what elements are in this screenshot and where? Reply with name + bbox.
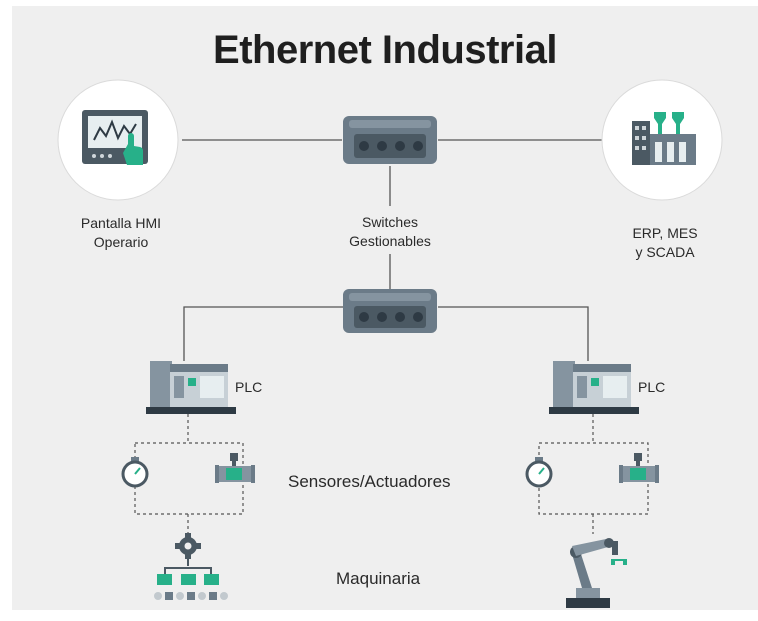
sensors-left — [121, 453, 255, 488]
diagram-title: Ethernet Industrial — [213, 28, 557, 72]
gauge-icon — [525, 457, 553, 488]
valve-icon — [619, 453, 659, 483]
plc-right-label: PLC — [638, 379, 666, 395]
hmi-label-line2: Operario — [93, 234, 149, 250]
erp-label-line2: y SCADA — [635, 244, 695, 260]
plc-left-label: PLC — [235, 379, 263, 395]
hmi-node — [57, 79, 179, 201]
plc-icon — [549, 361, 639, 414]
gear-hierarchy-icon — [154, 533, 228, 600]
plc-left — [146, 361, 236, 414]
sensor-bus-left — [134, 442, 244, 515]
network-switch-icon — [343, 289, 437, 333]
sensors-right — [525, 453, 659, 488]
hmi-touch-screen-icon — [82, 110, 148, 165]
plc-icon — [146, 361, 236, 414]
machinery-label: Maquinaria — [336, 569, 421, 588]
switch-top — [343, 116, 437, 164]
erp-label-line1: ERP, MES — [632, 225, 698, 241]
factory-icon — [632, 112, 696, 165]
diagram-canvas: Ethernet Industrial Pantalla HMI Operari… — [12, 6, 758, 610]
plc-right — [549, 361, 639, 414]
valve-icon — [215, 453, 255, 483]
hmi-label: Pantalla HMI Operario — [46, 214, 196, 252]
link-switch-plc-right — [438, 306, 589, 361]
network-diagram — [57, 79, 723, 608]
erp-label: ERP, MES y SCADA — [590, 224, 740, 262]
connections — [182, 139, 602, 361]
network-switch-icon — [343, 116, 437, 164]
robot-arm-icon — [566, 538, 627, 608]
switches-label-line1: Switches — [361, 214, 419, 230]
hmi-label-line1: Pantalla HMI — [80, 215, 162, 231]
switch-bottom — [343, 289, 437, 333]
switches-label: Switches Gestionables — [315, 213, 465, 251]
link-switch-plc-left — [183, 306, 343, 361]
sensors-actuators-label: Sensores/Actuadores — [288, 472, 451, 491]
machinery-right — [566, 538, 627, 608]
switches-label-line2: Gestionables — [349, 233, 431, 249]
erp-node — [601, 79, 723, 201]
gauge-icon — [121, 457, 149, 488]
machinery-left — [154, 533, 228, 600]
